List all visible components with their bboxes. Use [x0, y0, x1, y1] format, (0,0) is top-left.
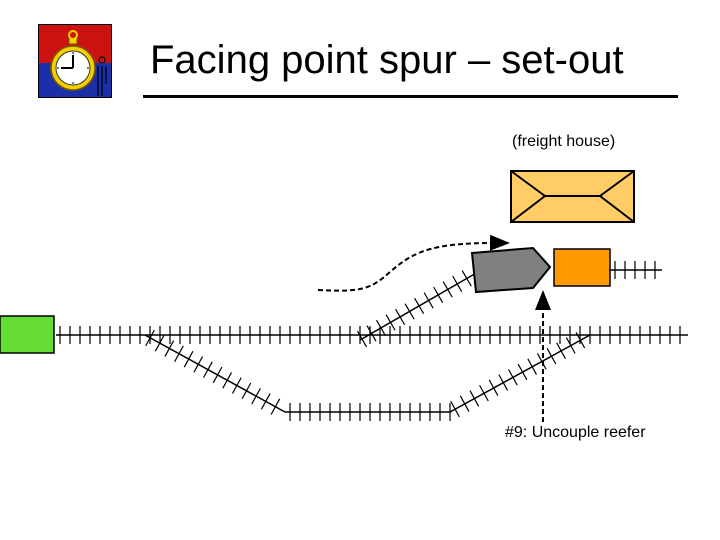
track-tie — [212, 366, 223, 384]
track-tie — [356, 330, 368, 348]
track-tie — [450, 400, 460, 418]
track-tie — [498, 374, 509, 391]
track-tie — [222, 372, 233, 389]
track-tie — [423, 292, 434, 309]
locomotive — [470, 246, 552, 294]
siding-track — [144, 329, 591, 421]
track-tie — [488, 379, 499, 397]
track-tie — [145, 329, 155, 347]
spur-track — [356, 261, 662, 348]
slide-title: Facing point spur – set-out — [150, 38, 624, 82]
track-tie — [517, 363, 528, 381]
title-underline — [143, 95, 678, 98]
track-tie — [193, 356, 204, 373]
track-tie — [404, 303, 415, 320]
track-tie — [469, 390, 480, 407]
track-tie — [395, 308, 406, 326]
track-tie — [575, 332, 586, 349]
track-tie — [442, 281, 453, 298]
track-tie — [270, 398, 281, 415]
track-tie — [461, 270, 472, 287]
track-tie — [452, 275, 463, 292]
track-tie — [565, 337, 576, 354]
track-tie — [479, 384, 489, 402]
track-tie — [251, 387, 261, 405]
arrow-icon — [317, 234, 510, 292]
freight-house-label: (freight house) — [512, 133, 616, 150]
track-tie — [376, 319, 387, 337]
green-block — [0, 315, 55, 354]
track-tie — [183, 350, 194, 368]
freight-house — [510, 170, 635, 223]
track-tie — [536, 353, 547, 370]
reefer-car — [553, 248, 611, 287]
track-tie — [203, 361, 213, 378]
track-tie — [385, 314, 396, 331]
track-tie — [433, 286, 444, 303]
track-tie — [231, 377, 242, 394]
stopwatch-logo-icon — [38, 24, 112, 98]
track-tie — [366, 325, 377, 342]
track-tie — [164, 340, 175, 357]
track-tie — [556, 342, 566, 359]
track-tie — [527, 358, 538, 375]
track-tie — [154, 335, 165, 352]
track-tie — [174, 345, 184, 363]
step-label: #9: Uncouple reefer — [505, 424, 646, 441]
track-tie — [508, 369, 518, 386]
track-tie — [241, 382, 252, 400]
track-tie — [459, 395, 470, 412]
track-tie — [546, 347, 557, 365]
track-tie — [414, 297, 425, 315]
track-tie — [260, 393, 271, 410]
